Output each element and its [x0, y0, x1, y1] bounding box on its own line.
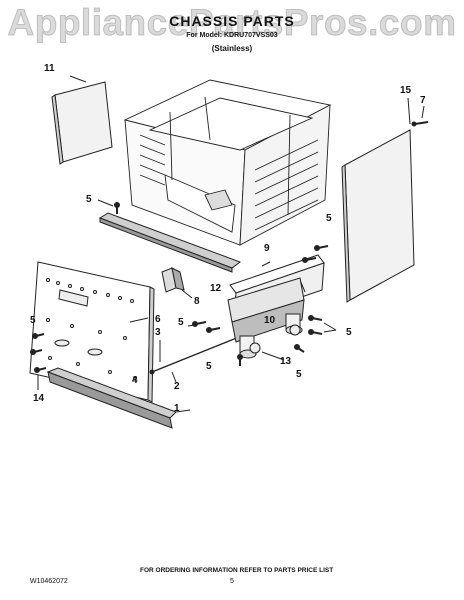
- document-number: W10462072: [30, 578, 68, 585]
- callout-5-d: 5: [178, 317, 184, 328]
- callout-6: 6: [155, 314, 161, 325]
- side-panel-left-drawing: [51, 75, 113, 165]
- diagram-title: CHASSIS PARTS: [169, 13, 295, 29]
- callout-5-a: 5: [86, 194, 92, 205]
- callout-9: 9: [264, 243, 270, 254]
- screw-7-drawing: [411, 105, 429, 127]
- site-watermark: AppliancePartsPros.com: [7, 2, 457, 44]
- callout-12: 12: [210, 283, 222, 294]
- ordering-note: FOR ORDERING INFORMATION REFER TO PARTS …: [140, 567, 334, 574]
- callout-2: 2: [174, 381, 180, 392]
- sensor-13-drawing: [249, 324, 301, 361]
- callout-4: 4: [132, 375, 138, 386]
- rail-9-drawing: [98, 212, 242, 273]
- callout-5-e: 5: [346, 327, 352, 338]
- screw-14-drawing: [34, 367, 47, 390]
- clip-8-drawing: [161, 267, 193, 299]
- screw-5-c-drawing: [187, 321, 221, 333]
- callout-11: 11: [44, 63, 55, 74]
- callout-5-b: 5: [326, 213, 332, 224]
- callout-15: 15: [400, 85, 412, 96]
- callout-5-f: 5: [206, 361, 212, 372]
- side-panel-right-drawing: [341, 97, 415, 303]
- tub-chassis-drawing: [123, 79, 332, 246]
- screw-5-a-drawing: [97, 199, 120, 214]
- callout-1: 1: [174, 403, 180, 414]
- callout-7: 7: [420, 95, 426, 106]
- callout-5-c: 5: [30, 315, 36, 326]
- model-line: For Model: KDRU707VSS03: [186, 32, 278, 39]
- callout-8: 8: [194, 296, 200, 307]
- screw-5-b-drawing: [30, 333, 45, 355]
- callout-3: 3: [155, 327, 161, 338]
- toe-kick-1-drawing: [46, 367, 191, 429]
- page-number: 5: [230, 578, 234, 585]
- rod-3-drawing: [149, 334, 245, 383]
- callout-5-g: 5: [296, 369, 302, 380]
- callout-14: 14: [33, 393, 45, 404]
- screw-5-d-drawing: [237, 245, 337, 366]
- variant-label: (Stainless): [211, 44, 253, 53]
- callout-10: 10: [264, 315, 276, 326]
- callout-13: 13: [280, 356, 292, 367]
